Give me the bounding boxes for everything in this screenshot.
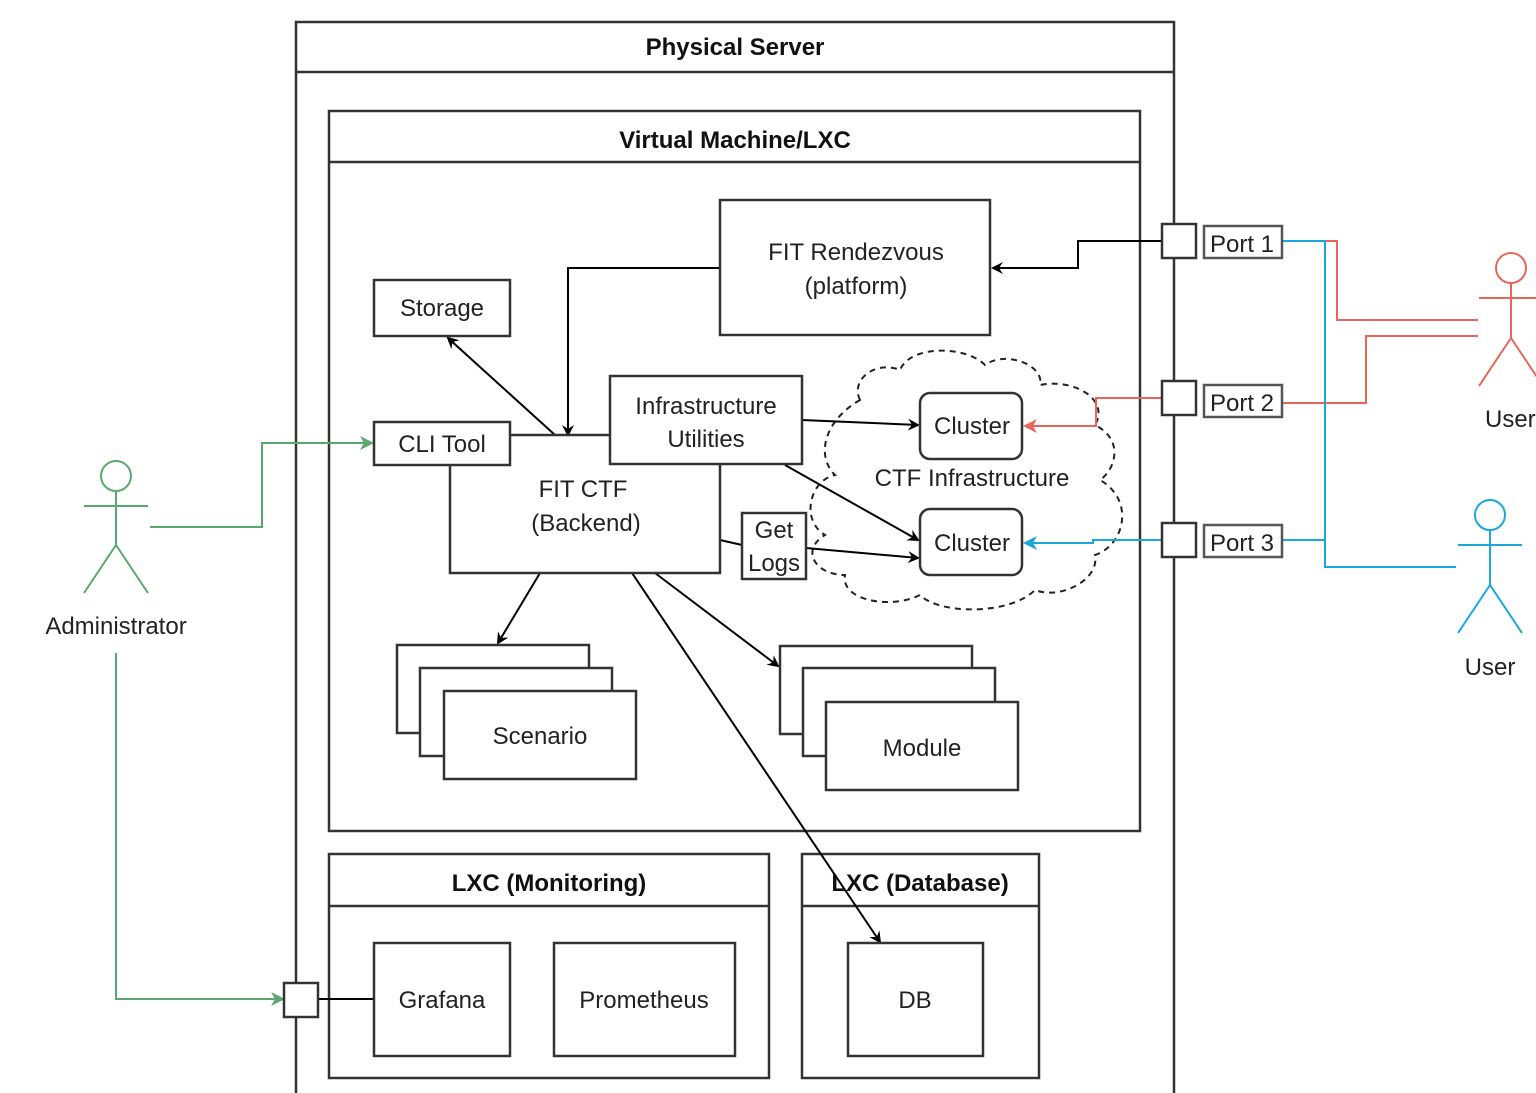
fit-ctf-line1: FIT CTF	[539, 476, 628, 503]
get-logs-line2: Logs	[748, 550, 800, 577]
get-logs-line1: Get	[755, 517, 794, 544]
db-label: DB	[898, 987, 931, 1014]
administrator-label: Administrator	[45, 613, 186, 640]
scenario-label: Scenario	[493, 723, 588, 750]
user-red-stick-figure-icon	[1478, 252, 1536, 387]
port-3: Port 3	[1160, 521, 1284, 559]
storage-box: Storage	[372, 278, 512, 338]
user-red-actor: User	[1478, 252, 1536, 433]
lxc-monitoring-title: LXC (Monitoring)	[452, 870, 647, 897]
administrator-actor: Administrator	[45, 460, 187, 640]
fit-ctf-line2: (Backend)	[531, 510, 640, 537]
user-red-label: User	[1485, 406, 1536, 433]
cli-tool-label: CLI Tool	[398, 431, 486, 458]
port-1: Port 1	[1160, 222, 1284, 260]
blue-user-connectors	[1023, 240, 1456, 568]
administrator-stick-figure-icon	[83, 460, 149, 594]
fit-rendezvous-line2: (platform)	[805, 273, 908, 300]
virtual-machine-title: Virtual Machine/LXC	[619, 127, 851, 154]
cluster-1-label: Cluster	[934, 413, 1010, 440]
port-3-label: Port 3	[1210, 530, 1274, 557]
infrastructure-utilities-box: Infrastructure Utilities	[608, 374, 804, 466]
port-1-label: Port 1	[1210, 231, 1274, 258]
fit-rendezvous-line1: FIT Rendezvous	[768, 239, 944, 266]
prometheus-box: Prometheus	[552, 941, 737, 1058]
port-monitoring	[282, 981, 320, 1019]
cluster-2-box: Cluster	[918, 507, 1024, 577]
physical-server-title: Physical Server	[646, 34, 825, 61]
infra-utils-line2: Utilities	[667, 426, 744, 453]
ctf-infrastructure-cloud: CTF Infrastructure	[809, 349, 1124, 611]
grafana-label: Grafana	[399, 987, 486, 1014]
scenario-stack: Scenario	[395, 643, 638, 781]
user-blue-stick-figure-icon	[1457, 499, 1523, 634]
cluster-2-label: Cluster	[934, 530, 1010, 557]
port-2-label: Port 2	[1210, 390, 1274, 417]
prometheus-label: Prometheus	[579, 987, 708, 1014]
get-logs-box: Get Logs	[740, 511, 808, 581]
fit-rendezvous-box: FIT Rendezvous (platform)	[718, 198, 992, 337]
cli-tool-box: CLI Tool	[372, 420, 512, 467]
lxc-database-title: LXC (Database)	[831, 870, 1008, 897]
user-blue-actor: User	[1457, 499, 1523, 681]
admin-connectors	[115, 436, 374, 1006]
db-box: DB	[846, 941, 985, 1058]
infra-utils-line1: Infrastructure	[635, 393, 776, 420]
black-connectors	[318, 240, 1162, 1000]
user-blue-label: User	[1465, 654, 1516, 681]
module-stack: Module	[778, 644, 1020, 792]
module-label: Module	[883, 735, 962, 762]
storage-label: Storage	[400, 295, 484, 322]
ctf-infrastructure-label: CTF Infrastructure	[875, 465, 1070, 492]
grafana-box: Grafana	[372, 941, 512, 1058]
cluster-1-box: Cluster	[918, 391, 1024, 461]
port-2: Port 2	[1160, 379, 1284, 419]
